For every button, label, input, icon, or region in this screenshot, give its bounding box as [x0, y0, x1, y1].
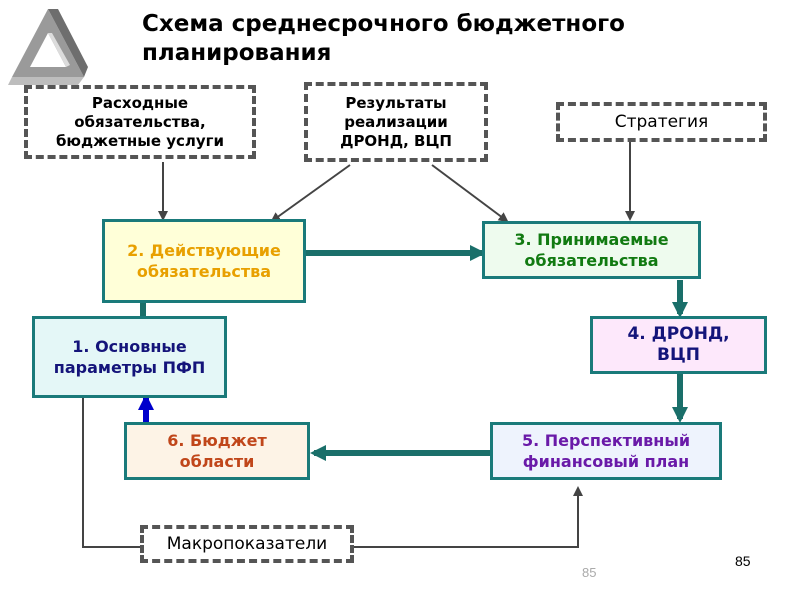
source-strategy-box: Стратегия	[556, 102, 767, 142]
arrow-macro-to-s1	[78, 376, 143, 548]
arrow-macro-to-s5	[353, 486, 583, 548]
source-macro-box: Макропоказатели	[140, 525, 354, 563]
stage-3-box: 3. Принимаемые обязательства	[482, 221, 701, 279]
page-title: Схема среднесрочного бюджетного планиров…	[142, 11, 625, 66]
stage-6-box: 6. Бюджет области	[124, 422, 310, 480]
source-results-box: Результаты реализации ДРОНД, ВЦП	[304, 82, 488, 162]
stage-2-box: 2. Действующие обязательства	[102, 219, 306, 303]
logo-icon	[8, 5, 88, 85]
stage-4-box: 4. ДРОНД, ВЦП	[590, 316, 767, 374]
stage-5-box: 5. Перспективный финансовый план	[490, 422, 722, 480]
arrow-results-to-s2	[270, 164, 351, 223]
arrow-results-to-s3	[431, 164, 509, 223]
slide-number: 85	[735, 553, 751, 569]
stage-1-box: 1. Основные параметры ПФП	[32, 316, 227, 398]
source-expenses-box: Расходные обязательства, бюджетные услуг…	[24, 85, 256, 159]
slide-number-faint: 85	[582, 565, 597, 580]
